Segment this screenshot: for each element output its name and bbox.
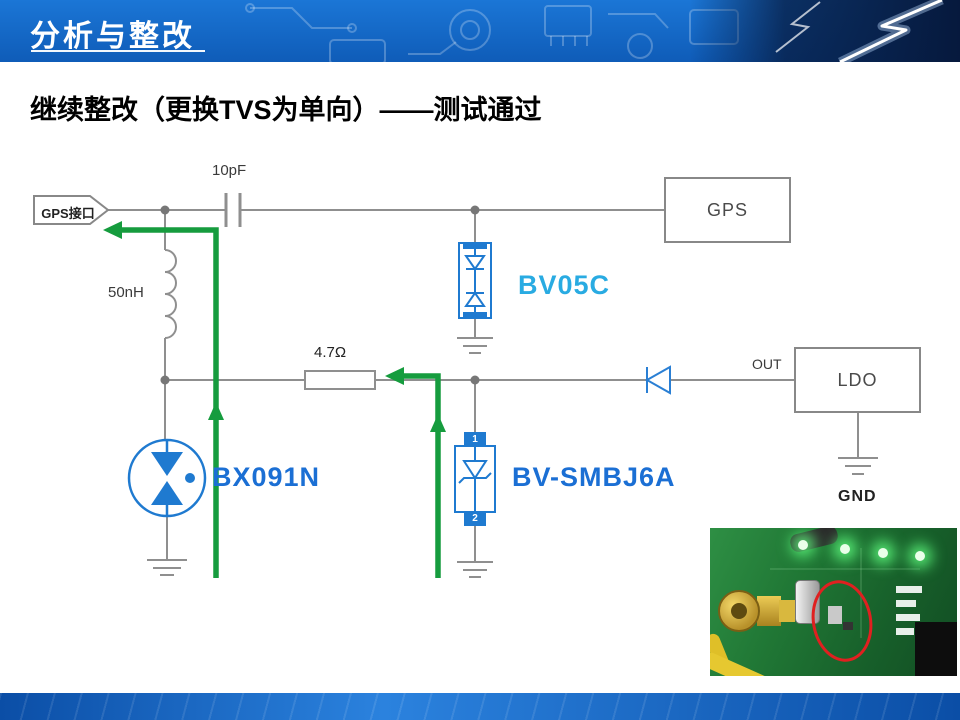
junction-dots	[160, 205, 480, 385]
gps-port-tag	[33, 195, 110, 225]
tvs-smbj6a-label: BV-SMBJ6A	[512, 462, 676, 492]
tvs-pin1-label: 1	[472, 434, 478, 445]
tvs-bv05c-label: BV05C	[518, 270, 611, 300]
gps-box-label: GPS	[706, 200, 748, 220]
lightning-bolt-icon	[775, 0, 944, 62]
gnd-label: GND	[838, 488, 877, 505]
pcb-photo	[710, 528, 957, 676]
led-indicator	[840, 544, 850, 554]
arrow-left-icon	[103, 221, 122, 239]
inductor-label: 50nH	[108, 284, 144, 301]
arrow-up-icon	[430, 414, 446, 432]
tvs-bv05c-symbol	[458, 242, 492, 319]
gas-discharge-tube-symbol	[127, 438, 207, 518]
sma-connector	[757, 596, 781, 626]
silkscreen-mark	[896, 600, 916, 607]
antenna-component	[788, 528, 840, 554]
capacitor-symbol	[224, 193, 242, 227]
gdt-bx091n-label: BX091N	[212, 462, 321, 492]
gps-port-label: GPS接口	[41, 206, 95, 221]
arrow-left-icon	[385, 367, 404, 385]
led-indicator	[878, 548, 888, 558]
slide-header: 分析与整改	[0, 0, 960, 62]
ground-symbols	[147, 337, 878, 578]
sma-connector-core	[731, 603, 747, 619]
silkscreen-mark	[896, 614, 920, 621]
capacitor-label: 10pF	[212, 162, 247, 179]
gps-box	[664, 177, 791, 243]
slide-subtitle: 继续整改（更换TVS为单向）——测试通过	[30, 95, 542, 125]
arrow-up-icon	[208, 402, 224, 420]
slide-footer	[0, 693, 960, 720]
tvs-smbj6a-symbol	[454, 432, 496, 526]
series-diode-symbol	[644, 365, 671, 395]
ldo-box	[794, 347, 921, 413]
pcb-component	[843, 622, 853, 630]
ldo-out-label: OUT	[752, 356, 782, 372]
tvs-pin2-label: 2	[472, 513, 478, 524]
title-underline	[31, 50, 205, 52]
resistor-label: 4.7Ω	[314, 344, 347, 361]
led-indicator	[915, 551, 925, 561]
ldo-box-label: LDO	[837, 370, 878, 390]
silkscreen-mark	[896, 586, 922, 593]
page-title: 分析与整改	[30, 20, 195, 53]
silkscreen-mark	[896, 628, 914, 635]
pcb-trace	[860, 548, 862, 638]
sma-connector-barrel	[779, 600, 795, 622]
resistor-symbol	[304, 370, 376, 390]
pcb-component	[828, 606, 842, 624]
metal-can-component	[795, 580, 820, 624]
inductor-symbol	[164, 249, 177, 339]
lightning-photo	[690, 0, 960, 62]
pcb-trace	[770, 568, 920, 570]
surge-current-path	[103, 221, 446, 578]
led-indicator	[798, 540, 808, 550]
pcb-edge-component	[915, 622, 957, 676]
